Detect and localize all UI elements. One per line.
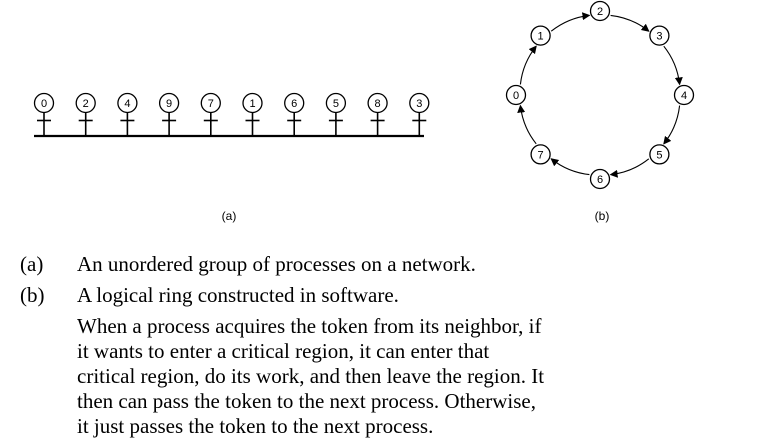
- process-node-label: 8: [375, 98, 381, 110]
- process-node-label: 1: [249, 98, 255, 110]
- ring-node-label: 5: [656, 149, 662, 161]
- ring-node: [589, 0, 611, 22]
- paragraph-line: it just passes the token to the next pro…: [77, 414, 434, 438]
- paragraph-line: it wants to enter a critical region, it …: [77, 339, 490, 363]
- ring-arrow: [550, 12, 591, 32]
- process-node-label: 0: [41, 98, 47, 110]
- process-node-label: 4: [124, 98, 130, 110]
- process-node: [33, 92, 55, 114]
- process-node: [367, 92, 388, 114]
- ring-node: [530, 144, 551, 165]
- process-node-label: 6: [291, 98, 297, 110]
- ring-node-label: 7: [538, 149, 544, 161]
- ring-arrow: [517, 104, 537, 145]
- network-bus-figure: 0 2 4 9 7 1 6 5 8 3: [33, 92, 430, 138]
- ring-node: [530, 25, 551, 46]
- paragraph-line: critical region, do its work, and then l…: [77, 364, 545, 388]
- caption-b-tag: (b): [20, 283, 45, 307]
- process-node-label: 3: [416, 98, 422, 110]
- ring-node: [649, 144, 670, 165]
- ring-node-label: 0: [513, 90, 519, 102]
- caption-b-text: A logical ring constructed in software.: [77, 283, 399, 307]
- ring-node-label: 2: [597, 6, 603, 18]
- ring-arrow: [610, 14, 650, 32]
- process-node: [325, 92, 347, 114]
- process-node-label: 9: [166, 98, 172, 110]
- ring-arrow: [663, 45, 683, 86]
- figure-a-label: (a): [222, 209, 237, 223]
- ring-node: [673, 84, 695, 106]
- caption-a-row: (a) An unordered group of processes on a…: [20, 252, 544, 277]
- paragraph-line: then can pass the token to the next proc…: [77, 389, 536, 413]
- process-node: [284, 92, 305, 114]
- ring-arrow: [663, 105, 681, 145]
- process-node-label: 7: [208, 98, 214, 110]
- ring-node-label: 4: [681, 90, 687, 102]
- process-node-label: 2: [83, 98, 89, 110]
- process-node: [409, 92, 430, 114]
- process-node: [75, 92, 96, 114]
- ring-node-label: 1: [538, 31, 544, 43]
- diagram-canvas: 0 2 4 9 7 1 6 5 8 3 0 1 2 3 4 5 6 7 (a) (b): [33, 0, 695, 223]
- caption-block: (a) An unordered group of processes on a…: [20, 252, 544, 439]
- caption-a-text: An unordered group of processes on a net…: [77, 252, 476, 276]
- ring-node-label: 6: [597, 174, 603, 186]
- ring-node: [649, 25, 670, 46]
- process-node: [200, 92, 221, 114]
- process-node: [158, 92, 180, 114]
- process-node: [242, 92, 263, 114]
- process-node-label: 5: [333, 98, 339, 110]
- figure-b-label: (b): [595, 209, 610, 223]
- paragraph-line: When a process acquires the token from i…: [77, 314, 542, 338]
- ring-node: [589, 168, 611, 190]
- caption-b-row: (b) A logical ring constructed in softwa…: [20, 283, 544, 308]
- ring-arrow: [609, 158, 650, 178]
- ring-node-label: 3: [656, 31, 662, 43]
- ring-arrow: [550, 158, 590, 176]
- caption-a-tag: (a): [20, 252, 44, 276]
- ring-arrow: [519, 45, 537, 85]
- logical-ring-figure: 0 1 2 3 4 5 6 7: [505, 0, 695, 190]
- process-node: [117, 92, 138, 114]
- explanation-paragraph: When a process acquires the token from i…: [20, 314, 544, 439]
- ring-node: [505, 84, 527, 106]
